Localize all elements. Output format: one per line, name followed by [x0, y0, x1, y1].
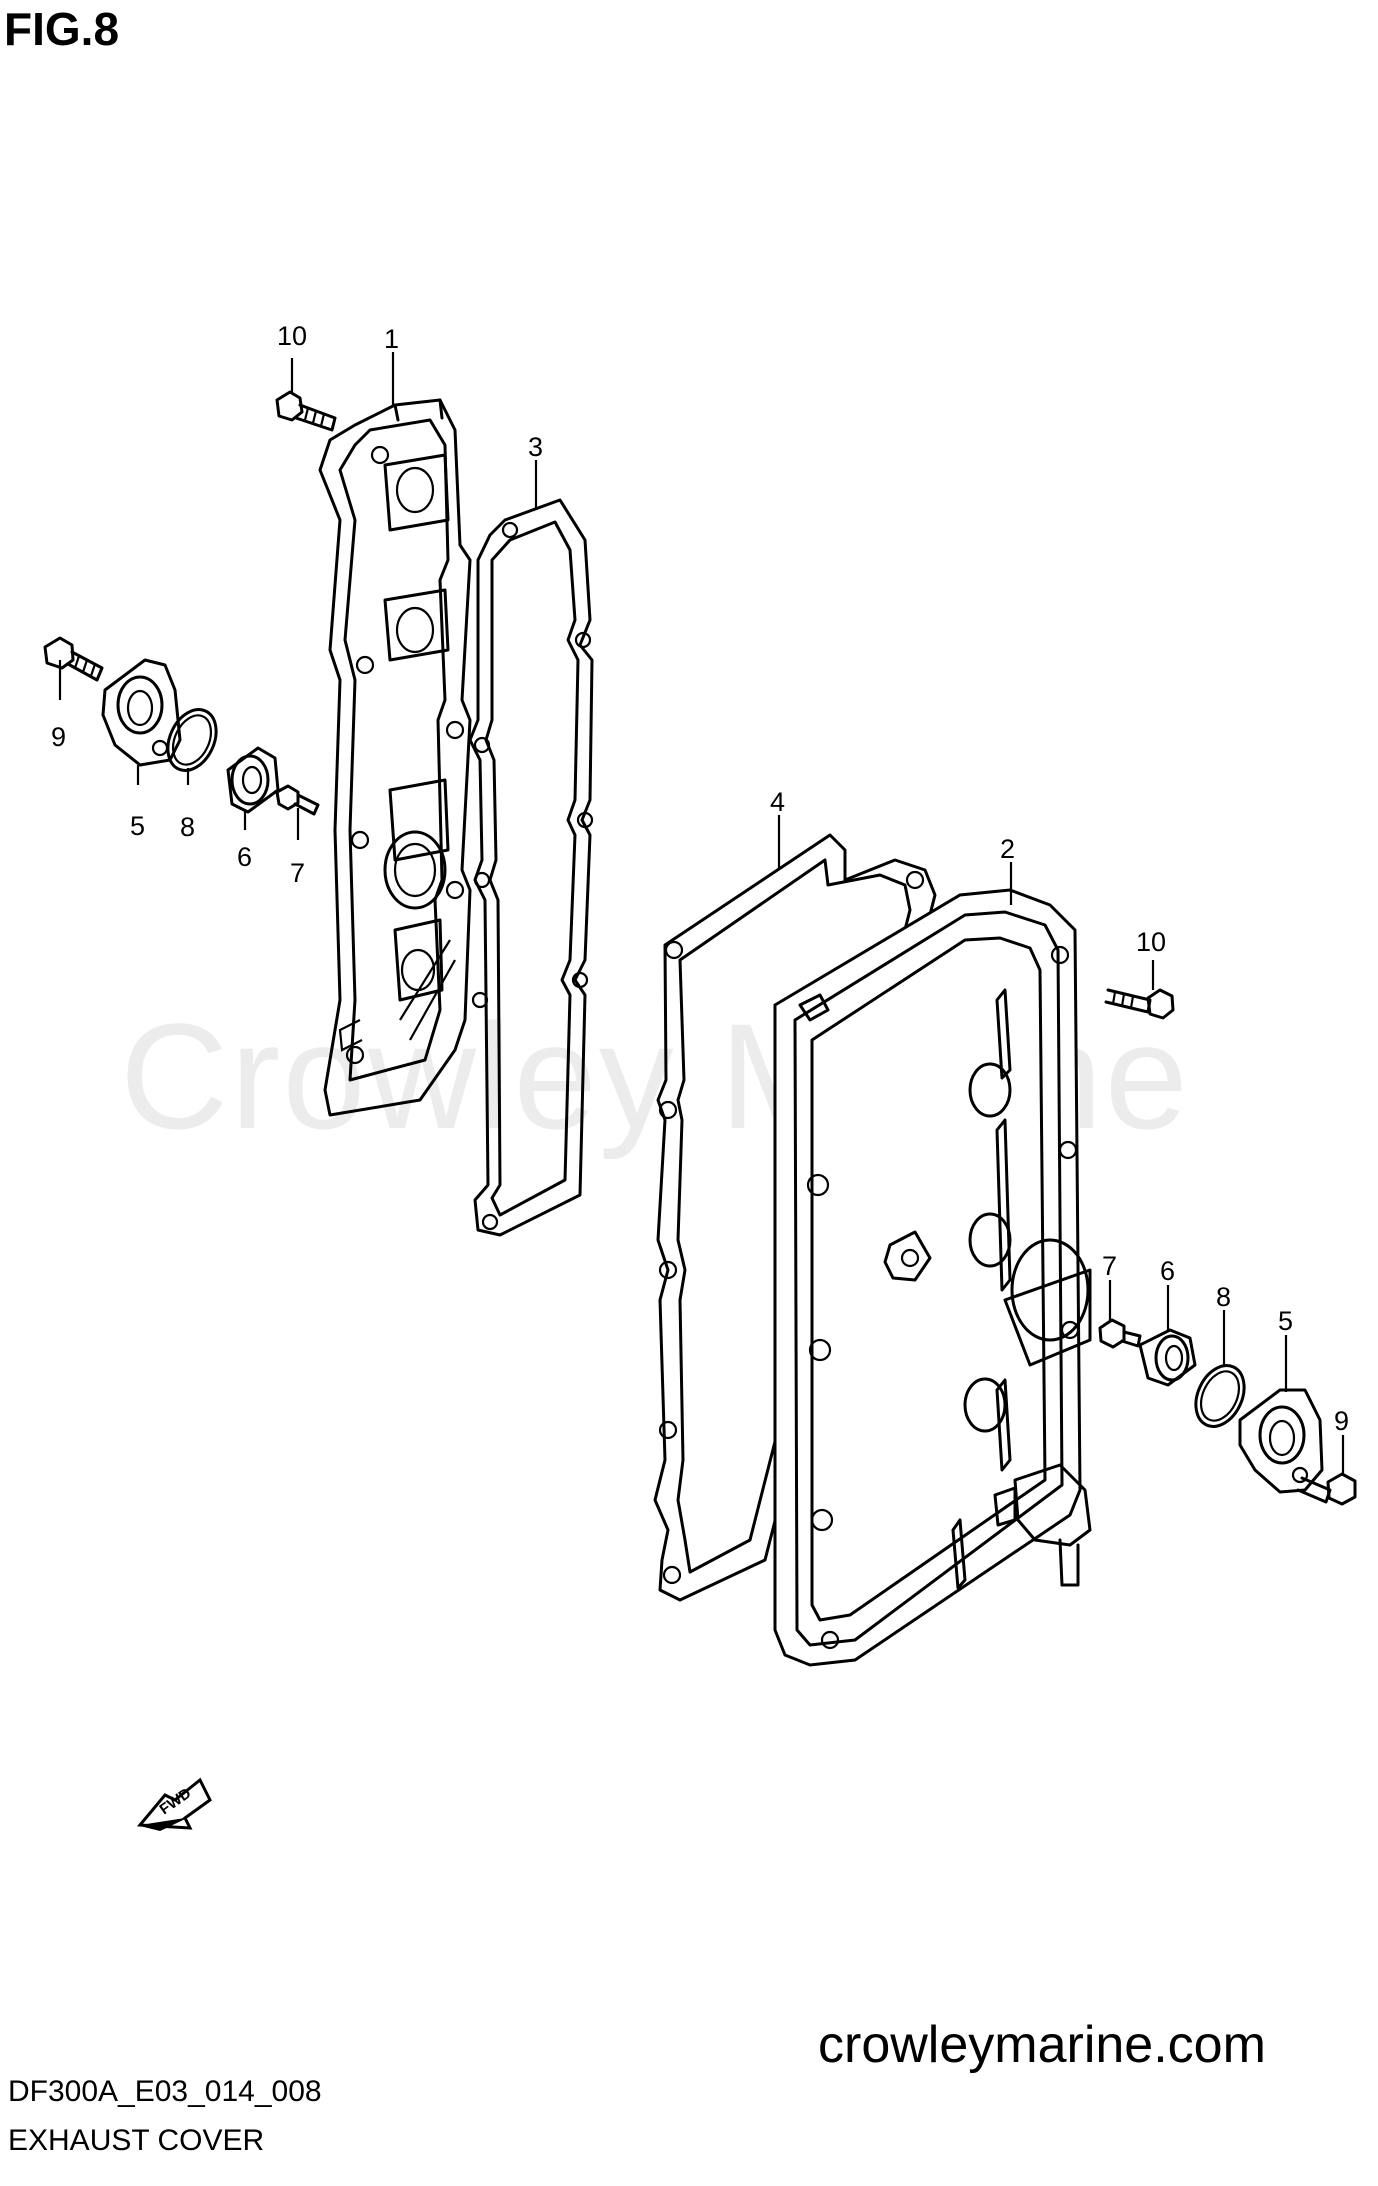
part-3-gasket	[468, 498, 594, 1237]
diagram-code: DF300A_E03_014_008	[8, 2075, 322, 2108]
part-2-outer-cover	[773, 888, 1092, 1667]
callout-4: 4	[770, 787, 785, 817]
callout-9-left: 9	[51, 722, 66, 752]
callout-8-right: 8	[1216, 1282, 1231, 1312]
leader-lines	[58, 352, 1345, 1475]
part-4-gasket	[653, 833, 937, 1602]
callout-3: 3	[528, 432, 543, 462]
callout-9-right: 9	[1334, 1406, 1349, 1436]
callout-5-left: 5	[130, 811, 145, 841]
callout-10-right: 10	[1136, 927, 1166, 957]
part-1-inner-cover	[318, 398, 472, 1117]
callout-7-left: 7	[290, 858, 305, 888]
site-url: crowleymarine.com	[818, 2016, 1266, 2074]
callout-10-left: 10	[277, 321, 307, 351]
right-small-parts	[1098, 988, 1357, 1506]
callout-6-right: 6	[1160, 1256, 1175, 1286]
callout-7-right: 7	[1102, 1251, 1117, 1281]
callout-1: 1	[384, 324, 399, 354]
callout-8-left: 8	[180, 812, 195, 842]
diagram-caption: EXHAUST COVER	[8, 2124, 265, 2157]
left-small-parts	[43, 390, 337, 816]
callout-6-left: 6	[237, 842, 252, 872]
callout-5-right: 5	[1278, 1306, 1293, 1336]
fwd-arrow-icon: FWD	[136, 1777, 212, 1832]
callout-labels: 1 2 3 4 5 5 6 6 7 7 8 8 9 9 10 10	[51, 321, 1349, 1436]
figure-title: FIG.8	[4, 3, 120, 55]
callout-2: 2	[1000, 834, 1015, 864]
